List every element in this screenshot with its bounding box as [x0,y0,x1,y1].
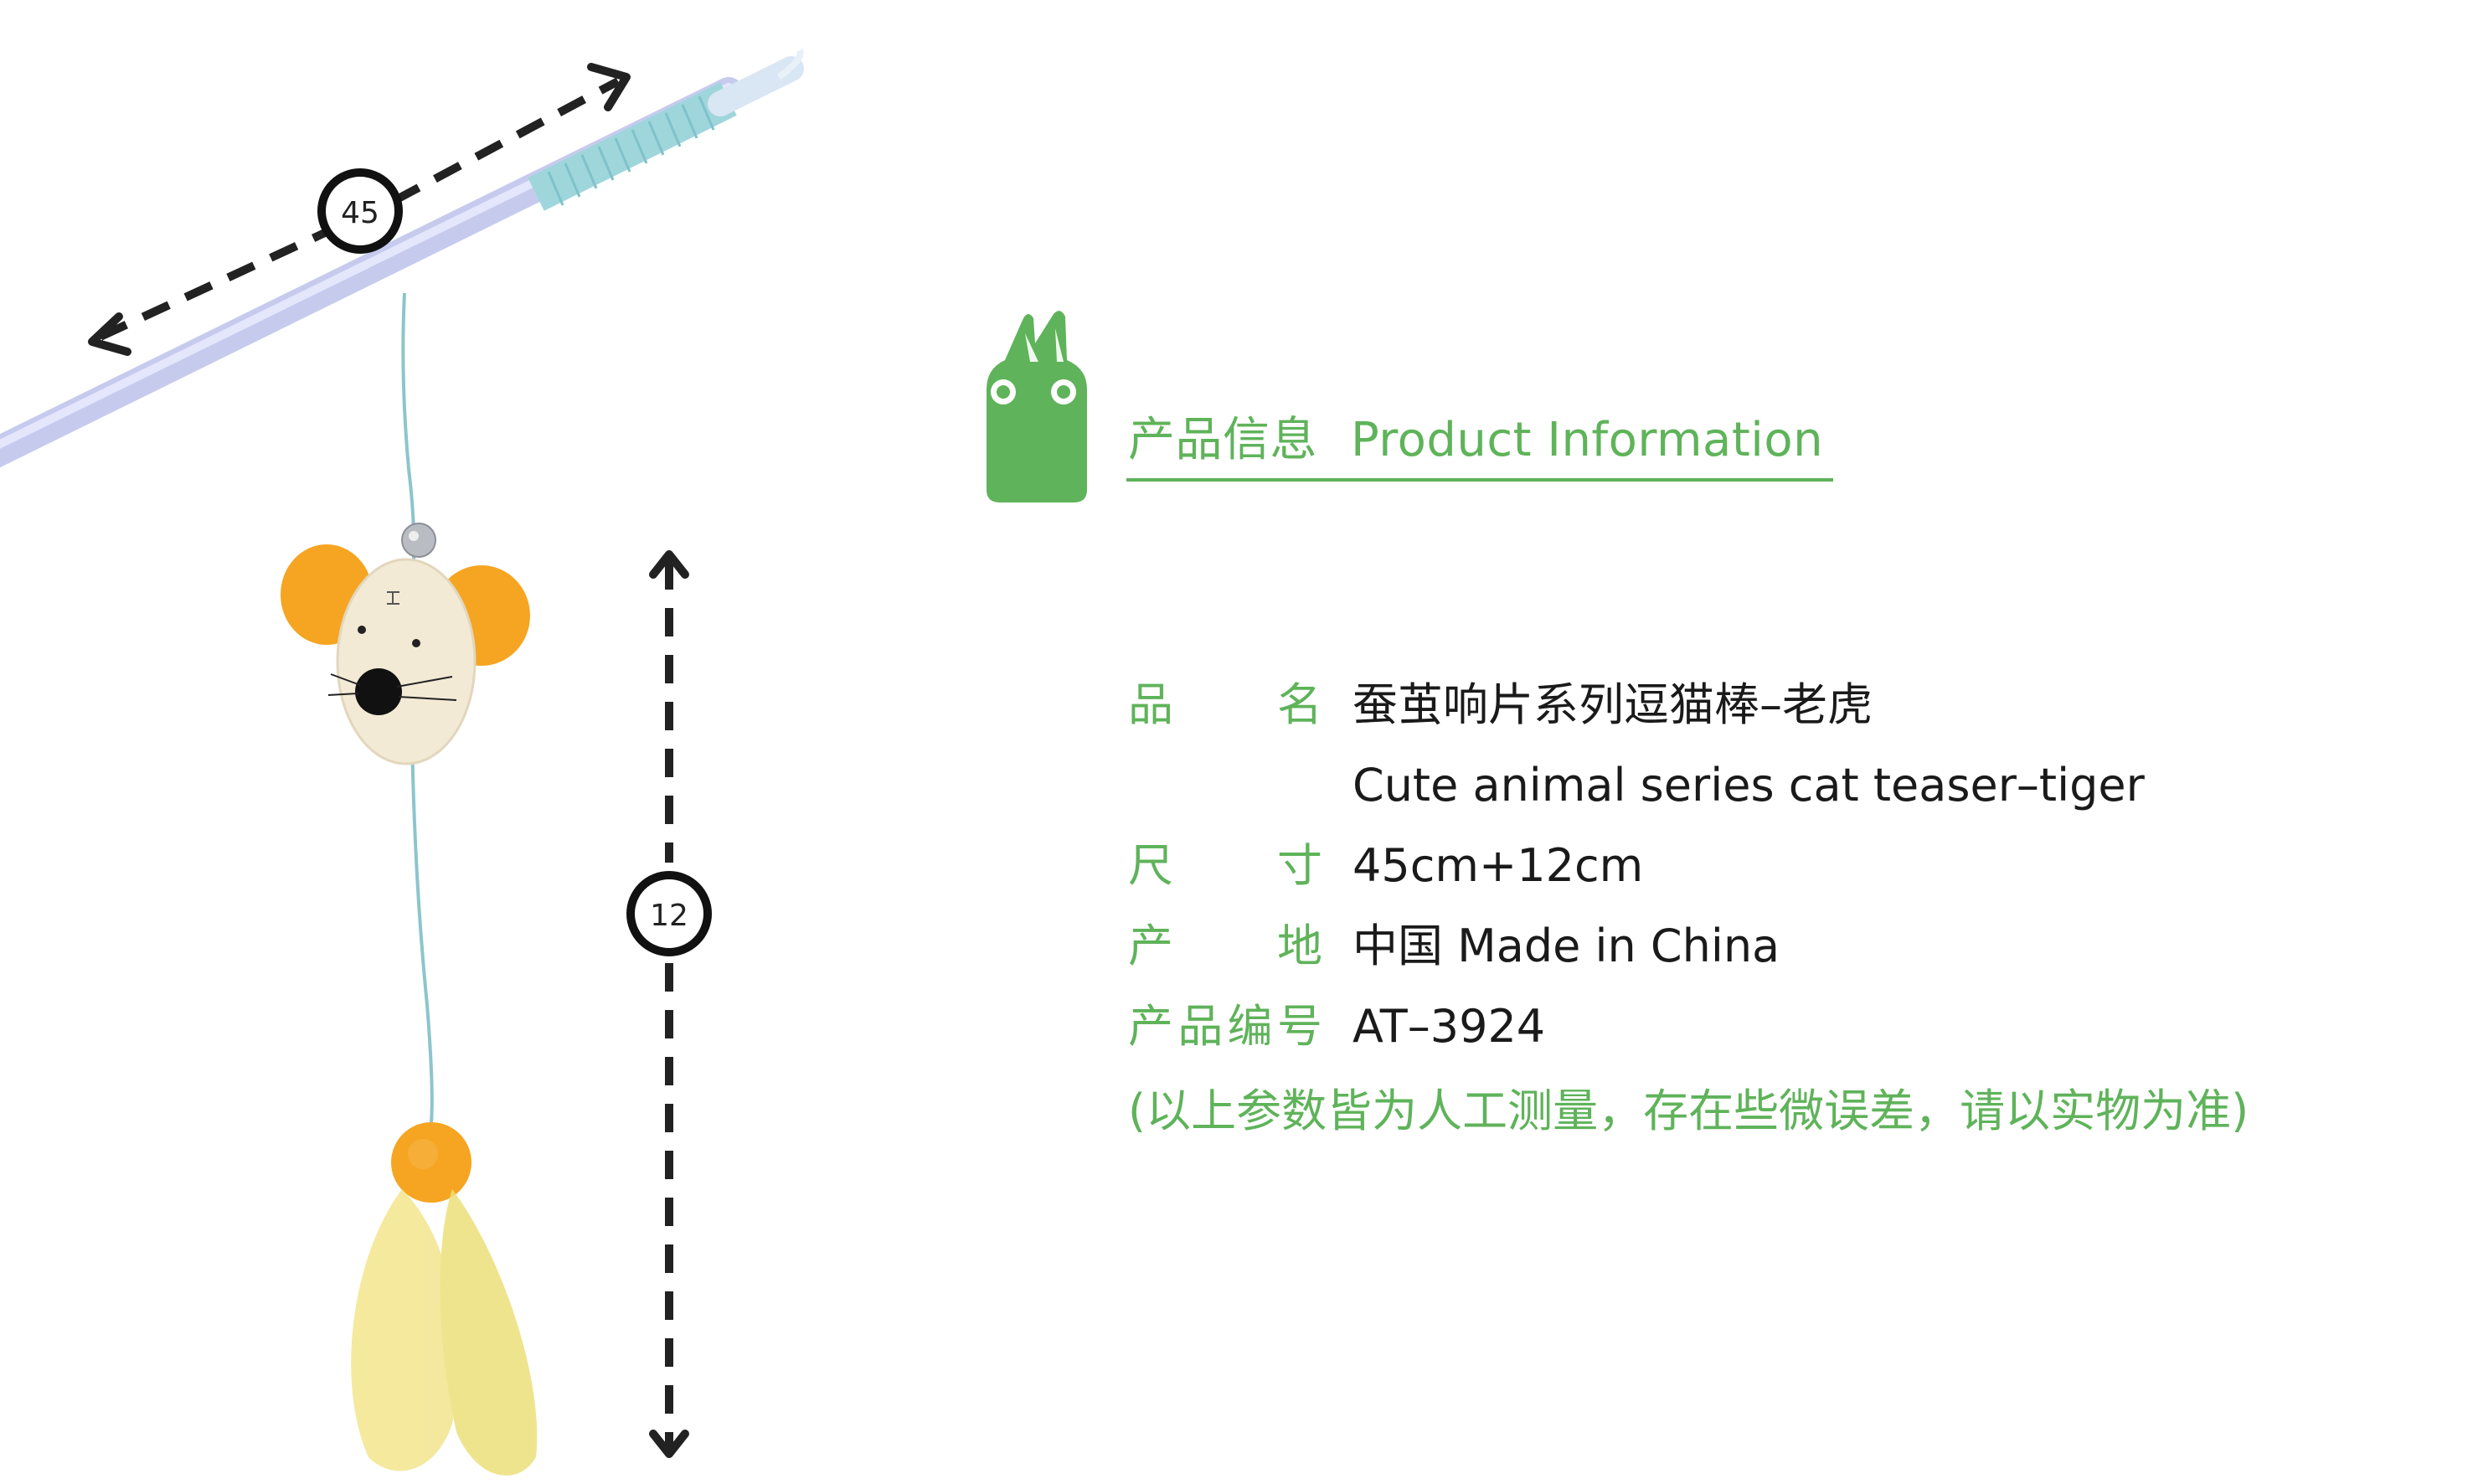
measurement-note: (以上参数皆为人工测量，存在些微误差，请以实物为准) [1128,1085,2249,1137]
size-label: 尺 寸 [1128,839,1322,892]
info-row-code: 产品编号 AT–3924 [1128,997,1545,1056]
info-row-size: 尺 寸 45cm+12cm [1128,837,1643,895]
bell-icon [401,523,436,558]
wand-string-wrap [528,82,737,211]
code-label: 产品编号 [1128,1000,1322,1053]
yellow-wings [351,1189,538,1476]
length-dimension-arrow: 45 [88,63,631,356]
drop-dimension-arrow: 12 [626,550,712,1458]
info-row-name: 品 名蚕茧响片系列逗猫棒–老虎 [1128,676,1873,734]
green-rabbit-mascot-icon [987,311,1087,502]
product-illustration: 45 12 [0,49,804,1476]
section-title-cn: 产品信息 [1128,413,1317,467]
origin-value: 中国 Made in China [1352,920,1780,972]
wand-tip [708,49,804,116]
name-label: 品 名 [1128,678,1322,731]
mouse-left-eye [358,626,366,634]
info-row-name-en: Cute animal series cat teaser–tiger [1128,756,2145,815]
drop-label: 12 [650,899,688,933]
origin-label: 产 地 [1128,920,1322,972]
name-value-cn: 蚕茧响片系列逗猫棒–老虎 [1352,678,1873,731]
mouse-toy [281,544,530,765]
mouse-nose [355,668,402,715]
section-title-en: Product Information [1351,413,1824,467]
mouse-right-eye [412,639,420,647]
size-value: 45cm+12cm [1352,839,1644,892]
section-title: 产品信息 Product Information [1128,402,1823,470]
name-value-en: Cute animal series cat teaser–tiger [1352,759,2145,812]
info-row-origin: 产 地中国 Made in China [1128,917,1780,976]
code-value: AT–3924 [1352,1000,1546,1053]
section-title-underline [1126,478,1833,482]
length-label: 45 [341,196,379,230]
